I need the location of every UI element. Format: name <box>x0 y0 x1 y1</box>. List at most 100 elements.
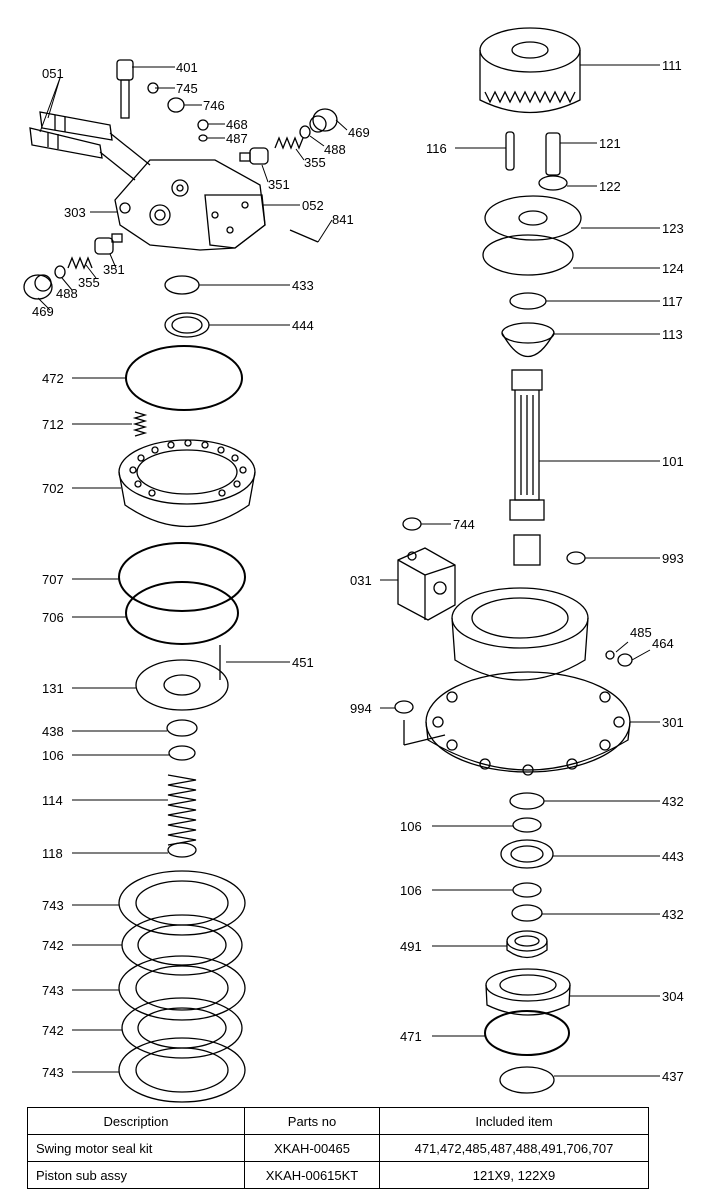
oring-485 <box>605 650 615 660</box>
label-438: 438 <box>42 724 64 739</box>
label-052: 052 <box>302 198 324 213</box>
header-included-item: Included item <box>379 1107 649 1135</box>
label-993: 993 <box>662 551 684 566</box>
label-444: 444 <box>292 318 314 333</box>
valve-housing-303 <box>114 159 266 251</box>
table-header-row: Description Parts no Included item <box>27 1107 649 1135</box>
label-433: 433 <box>292 278 314 293</box>
label-706: 706 <box>42 610 64 625</box>
label-355-left: 355 <box>78 275 100 290</box>
label-485: 485 <box>630 625 652 640</box>
label-111: 111 <box>662 58 682 73</box>
bolt-401 <box>116 59 134 119</box>
label-841: 841 <box>332 212 354 227</box>
plug-994 <box>394 700 414 714</box>
oring-487 <box>198 134 208 142</box>
label-742-1: 742 <box>42 938 64 953</box>
spherical-bush-113 <box>501 322 555 358</box>
label-031: 031 <box>350 573 372 588</box>
spring-355-left <box>67 256 93 270</box>
spring-114 <box>167 774 197 846</box>
label-464: 464 <box>652 636 674 651</box>
snap-ring-438 <box>166 719 198 737</box>
plate-743-2 <box>118 955 246 1021</box>
label-401: 401 <box>176 60 198 75</box>
label-994: 994 <box>350 701 372 716</box>
spring-712 <box>132 411 148 437</box>
label-116: 116 <box>426 141 447 156</box>
label-742-2: 742 <box>42 1023 64 1038</box>
oring-707 <box>118 542 246 612</box>
poppet-351-right <box>239 147 269 165</box>
part-labels: 051 401 745 746 468 487 469 488 355 351 … <box>32 58 684 1084</box>
parts-kit-table: Description Parts no Included item Swing… <box>27 1107 649 1189</box>
label-351-left: 351 <box>103 262 125 277</box>
label-487: 487 <box>226 131 248 146</box>
snap-ring-432-top <box>509 792 545 810</box>
label-301: 301 <box>662 715 684 730</box>
cylinder-block-111 <box>479 27 581 114</box>
table-row: Piston sub assy XKAH-00615KT 121X9, 122X… <box>27 1161 649 1189</box>
exploded-parts-diagram: 051 401 745 746 468 487 469 488 355 351 … <box>23 27 684 1103</box>
label-469-left: 469 <box>32 304 54 319</box>
label-743-3: 743 <box>42 1065 64 1080</box>
snap-ring-432-bottom <box>511 904 543 922</box>
row-included-item: 121X9, 122X9 <box>379 1161 649 1189</box>
label-355: 355 <box>304 155 326 170</box>
oring-471 <box>484 1010 570 1056</box>
poppet-351-left <box>94 233 123 255</box>
washer-106-left <box>168 745 196 761</box>
label-122: 122 <box>599 179 621 194</box>
plug-469-right <box>309 108 338 133</box>
valve-plate-131 <box>135 659 229 711</box>
pin-116 <box>505 131 515 171</box>
label-051: 051 <box>42 66 64 81</box>
label-488-left: 488 <box>56 286 78 301</box>
label-707: 707 <box>42 572 64 587</box>
label-114: 114 <box>42 793 63 808</box>
oring-472 <box>125 345 243 411</box>
table-row: Swing motor seal kit XKAH-00465 471,472,… <box>27 1134 649 1162</box>
label-432-bottom: 432 <box>662 907 684 922</box>
label-106-right-2: 106 <box>400 883 422 898</box>
row-included-item: 471,472,485,487,488,491,706,707 <box>379 1134 649 1162</box>
bolt-841 <box>289 229 319 243</box>
washer-118 <box>167 842 197 858</box>
label-451: 451 <box>292 655 314 670</box>
label-437: 437 <box>662 1069 684 1084</box>
label-745: 745 <box>176 81 198 96</box>
label-101: 101 <box>662 454 684 469</box>
snap-ring-437 <box>499 1066 555 1094</box>
label-123: 123 <box>662 221 684 236</box>
label-121: 121 <box>599 136 621 151</box>
label-744: 744 <box>453 517 475 532</box>
header-description: Description <box>27 1107 245 1135</box>
label-746: 746 <box>203 98 225 113</box>
oring-706 <box>125 581 239 645</box>
label-106-left: 106 <box>42 748 64 763</box>
needle-bearing-444 <box>164 312 210 338</box>
label-113: 113 <box>662 327 683 342</box>
roller-bearing-443 <box>500 839 554 869</box>
collar-117 <box>509 292 547 310</box>
label-743-2: 743 <box>42 983 64 998</box>
label-432-top: 432 <box>662 794 684 809</box>
plug-993 <box>566 551 586 565</box>
shoe-122 <box>538 175 568 191</box>
label-304: 304 <box>662 989 684 1004</box>
label-117: 117 <box>662 294 683 309</box>
spring-355-right <box>274 136 304 150</box>
retainer-plate-123 <box>484 195 582 241</box>
header-parts-no: Parts no <box>244 1107 380 1135</box>
drive-shaft-101 <box>509 369 545 566</box>
plug-744 <box>402 517 422 531</box>
plug-464 <box>617 653 633 667</box>
label-351: 351 <box>268 177 290 192</box>
oring-488-right <box>299 125 311 139</box>
label-472: 472 <box>42 371 64 386</box>
plate-742-2 <box>121 997 243 1059</box>
make-up-valve-031 <box>397 547 456 621</box>
piston-121 <box>545 132 561 176</box>
label-488: 488 <box>324 142 346 157</box>
label-471: 471 <box>400 1029 422 1044</box>
